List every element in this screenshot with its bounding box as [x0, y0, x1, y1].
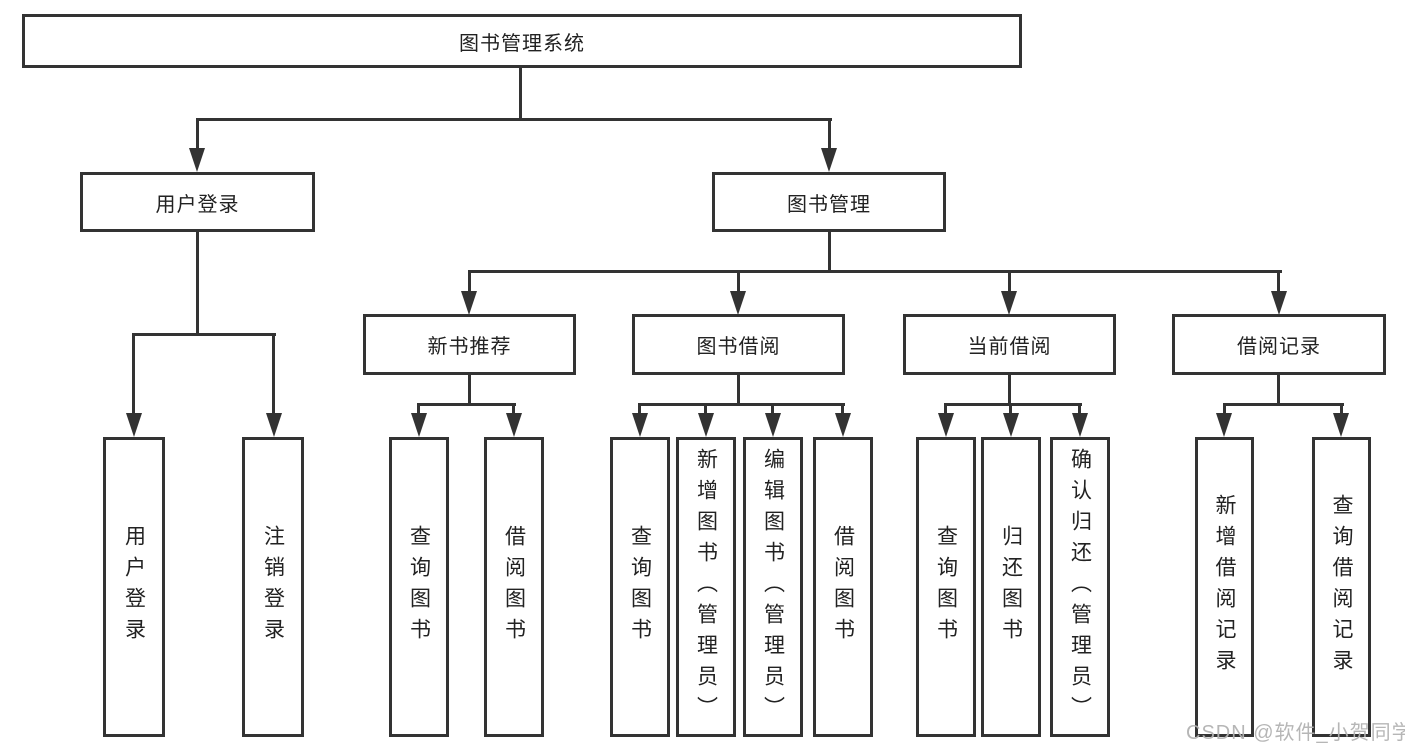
leaf-query-books-recommend: 查询图书: [389, 437, 449, 737]
arrow-down-icon: [506, 413, 522, 437]
connector-line: [1009, 403, 1012, 417]
arrow-down-icon: [730, 291, 746, 315]
connector-line: [828, 118, 831, 152]
connector-line: [1078, 403, 1081, 417]
connector-line: [132, 333, 135, 417]
arrow-down-icon: [835, 413, 851, 437]
leaf-query-borrow-record: 查询借阅记录: [1312, 437, 1371, 737]
arrow-down-icon: [1271, 291, 1287, 315]
connector-line: [468, 372, 471, 405]
connector-line: [1008, 372, 1011, 405]
leaf-return-books: 归还图书: [981, 437, 1041, 737]
connector-line: [132, 333, 276, 336]
arrow-down-icon: [189, 148, 205, 172]
connector-line: [417, 403, 420, 417]
arrow-down-icon: [411, 413, 427, 437]
node-library-management-system: 图书管理系统: [22, 14, 1022, 68]
connector-line: [1277, 270, 1280, 294]
leaf-add-borrow-record: 新增借阅记录: [1195, 437, 1254, 737]
connector-line: [1340, 403, 1343, 417]
node-user-login: 用户登录: [80, 172, 315, 232]
connector-line: [771, 403, 774, 417]
connector-line: [704, 403, 707, 417]
connector-line: [737, 270, 740, 294]
connector-line: [196, 118, 199, 152]
arrow-down-icon: [461, 291, 477, 315]
arrow-down-icon: [126, 413, 142, 437]
arrow-down-icon: [266, 413, 282, 437]
connector-line: [519, 65, 522, 121]
node-book-borrowing: 图书借阅: [632, 314, 845, 375]
arrow-down-icon: [632, 413, 648, 437]
leaf-query-books-borrow: 查询图书: [610, 437, 670, 737]
leaf-borrow-books-recommend: 借阅图书: [484, 437, 544, 737]
connector-line: [944, 403, 1082, 406]
node-book-management: 图书管理: [712, 172, 946, 232]
connector-line: [272, 333, 275, 417]
node-new-book-recommendation: 新书推荐: [363, 314, 576, 375]
connector-line: [417, 403, 516, 406]
arrow-down-icon: [765, 413, 781, 437]
leaf-confirm-return-admin: 确认归还（管理员）: [1050, 437, 1110, 737]
connector-line: [841, 403, 844, 417]
arrow-down-icon: [1072, 413, 1088, 437]
node-borrowing-records: 借阅记录: [1172, 314, 1386, 375]
arrow-down-icon: [1001, 291, 1017, 315]
leaf-query-books-current: 查询图书: [916, 437, 976, 737]
connector-line: [468, 270, 471, 294]
leaf-user-login: 用户登录: [103, 437, 165, 737]
connector-line: [828, 230, 831, 273]
connector-line: [737, 372, 740, 405]
connector-line: [1008, 270, 1011, 294]
watermark: CSDN @软件_小贺同学: [1186, 722, 1405, 744]
connector-line: [196, 118, 832, 121]
arrow-down-icon: [1216, 413, 1232, 437]
arrow-down-icon: [1003, 413, 1019, 437]
arrow-down-icon: [821, 148, 837, 172]
connector-line: [638, 403, 845, 406]
connector-line: [1223, 403, 1344, 406]
leaf-add-book-admin: 新增图书（管理员）: [676, 437, 736, 737]
leaf-edit-book-admin: 编辑图书（管理员）: [743, 437, 803, 737]
node-current-borrowing: 当前借阅: [903, 314, 1116, 375]
arrow-down-icon: [938, 413, 954, 437]
connector-line: [1223, 403, 1226, 417]
arrow-down-icon: [1333, 413, 1349, 437]
connector-line: [512, 403, 515, 417]
leaf-borrow-books-borrow: 借阅图书: [813, 437, 873, 737]
connector-line: [1277, 372, 1280, 405]
leaf-logout: 注销登录: [242, 437, 304, 737]
connector-line: [196, 230, 199, 336]
connector-line: [944, 403, 947, 417]
connector-line: [468, 270, 1282, 273]
arrow-down-icon: [698, 413, 714, 437]
connector-line: [638, 403, 641, 417]
